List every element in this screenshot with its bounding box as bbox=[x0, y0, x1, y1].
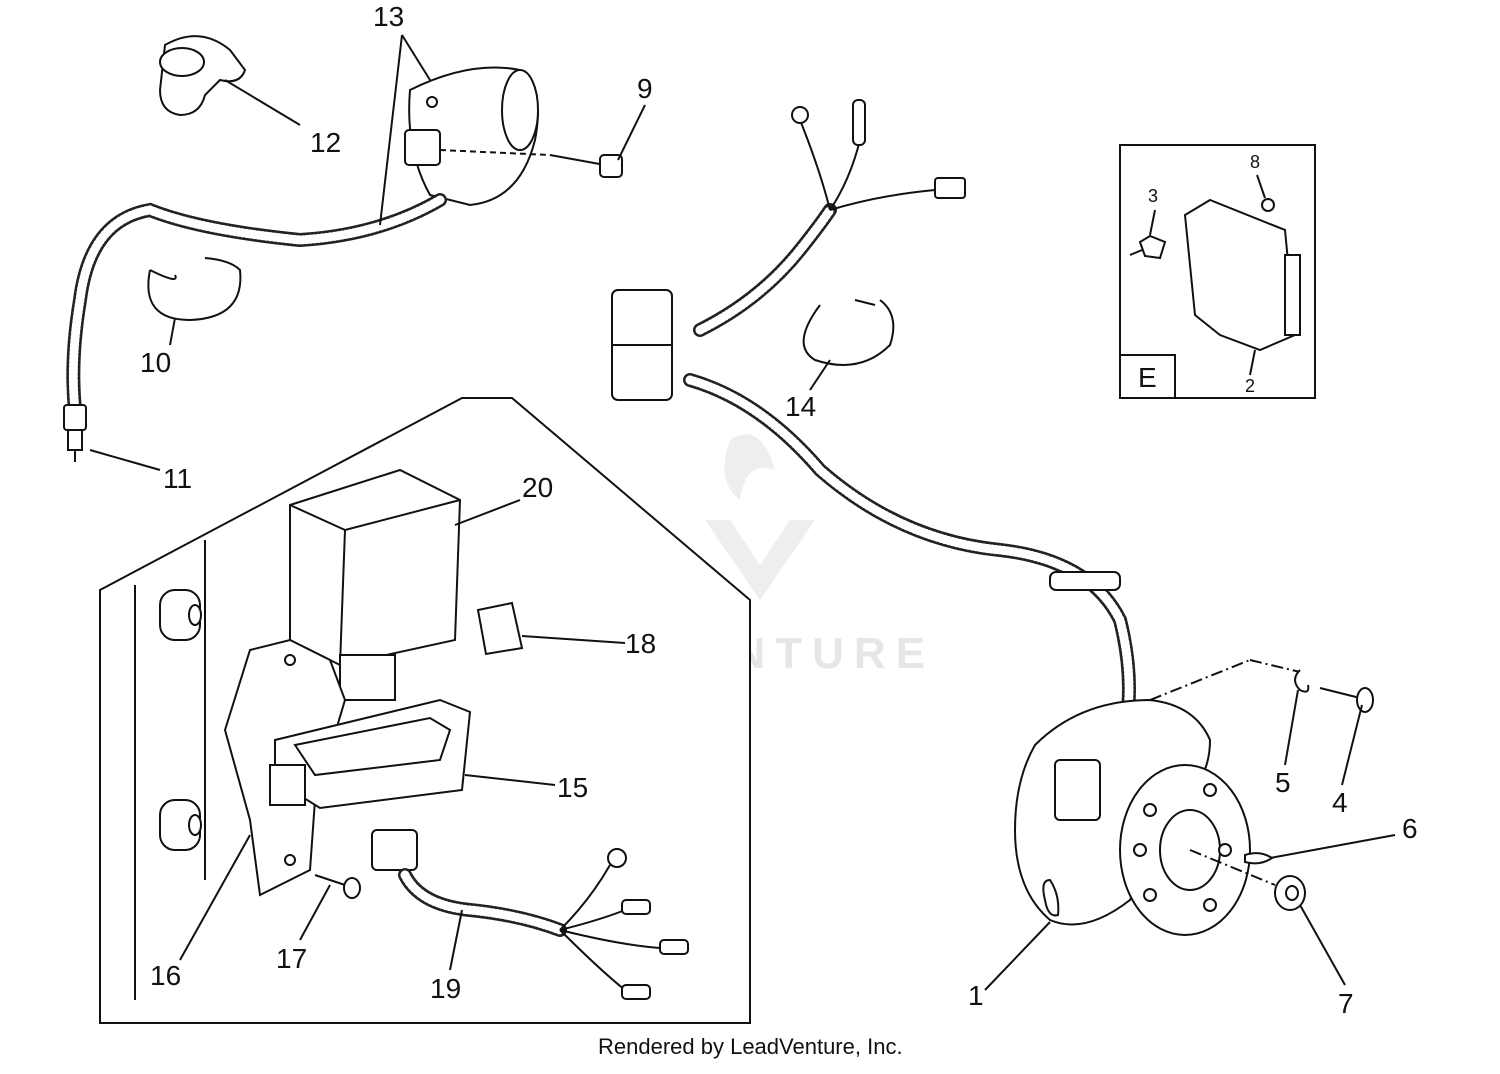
callout-5: 5 bbox=[1275, 767, 1291, 798]
nut-7 bbox=[1274, 875, 1306, 911]
pad-18 bbox=[476, 601, 524, 656]
hose-clamp-14 bbox=[802, 299, 895, 366]
hose-clamp-10 bbox=[147, 257, 242, 322]
callout-3: 3 bbox=[1148, 186, 1158, 206]
callout-7: 7 bbox=[1338, 988, 1354, 1019]
callout-20: 20 bbox=[522, 472, 553, 503]
key-6 bbox=[1244, 852, 1274, 865]
callout-19: 19 bbox=[430, 973, 461, 1004]
callout-18: 18 bbox=[625, 628, 656, 659]
ignition-coil-assembly bbox=[63, 35, 623, 462]
callout-6: 6 bbox=[1402, 813, 1418, 844]
control-module-inset bbox=[99, 397, 751, 1024]
inset-e: E bbox=[1119, 144, 1316, 399]
spark-plug-cap bbox=[158, 35, 247, 117]
spark-plug bbox=[63, 404, 87, 462]
washer-5 bbox=[1294, 669, 1310, 693]
callout-2: 2 bbox=[1245, 376, 1255, 396]
callout-15: 15 bbox=[557, 772, 588, 803]
callout-8: 8 bbox=[1250, 152, 1260, 172]
inset-e-label: E bbox=[1138, 362, 1157, 393]
stator-assembly bbox=[1013, 659, 1301, 936]
callout-10: 10 bbox=[140, 347, 171, 378]
harness-19 bbox=[371, 829, 689, 1000]
callout-16: 16 bbox=[150, 960, 181, 991]
callout-4: 4 bbox=[1332, 787, 1348, 818]
callout-9: 9 bbox=[637, 73, 653, 104]
callout-13: 13 bbox=[373, 1, 404, 32]
control-module-20 bbox=[289, 468, 462, 701]
credit-text: Rendered by LeadVenture, Inc. bbox=[598, 1034, 903, 1059]
stator-harness bbox=[611, 99, 1136, 737]
callout-1: 1 bbox=[968, 980, 984, 1011]
screw-4 bbox=[1319, 687, 1374, 713]
callout-labels: 1 2 3 4 5 6 7 8 9 10 11 12 13 14 15 16 1… bbox=[140, 1, 1418, 1019]
callout-12: 12 bbox=[310, 127, 341, 158]
holder-15 bbox=[269, 698, 472, 810]
callout-14: 14 bbox=[785, 391, 816, 422]
spacer-top bbox=[159, 589, 202, 641]
spacer-bottom bbox=[159, 799, 202, 851]
leader-lines bbox=[89, 34, 1396, 991]
screw-17 bbox=[314, 874, 361, 899]
callout-11: 11 bbox=[163, 463, 192, 494]
bolt-9 bbox=[549, 154, 623, 178]
callout-17: 17 bbox=[276, 943, 307, 974]
